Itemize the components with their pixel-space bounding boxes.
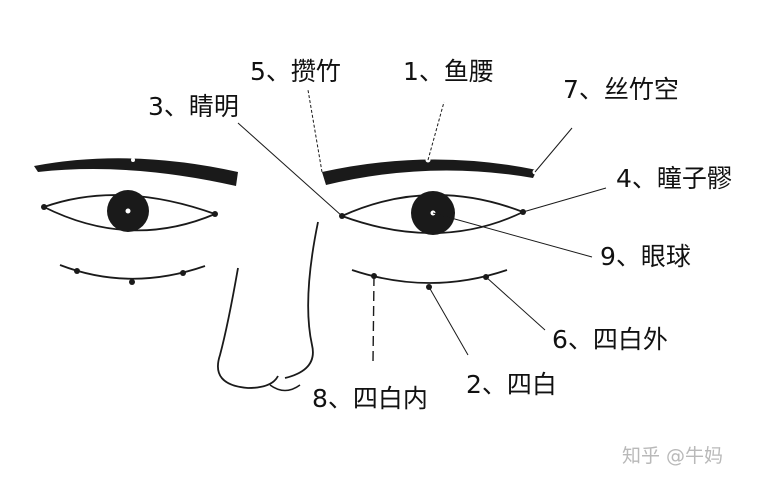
- label-yuyao: 1、鱼腰: [403, 57, 494, 86]
- watermark: 知乎 @牛妈: [622, 445, 724, 467]
- left-under-eye-point-c: [180, 270, 186, 276]
- label-sibainei: 8、四白内: [312, 384, 428, 413]
- label-sibaiwai: 6、四白外: [552, 325, 668, 354]
- label-jingming: 3、睛明: [148, 92, 239, 121]
- right-eyebrow: [322, 159, 537, 185]
- leader-yanqiu: [432, 212, 593, 258]
- label-yanqiu: 9、眼球: [600, 242, 691, 271]
- label-sizhukong: 7、丝竹空: [563, 75, 679, 104]
- label-cuanzhu: 5、攒竹: [250, 57, 341, 86]
- left-eyebrow: [34, 158, 238, 186]
- left-under-eye-point-b: [129, 279, 135, 285]
- label-tongziliao: 4、瞳子髎: [616, 164, 732, 193]
- leader-sibaiwai: [485, 276, 546, 331]
- right-under-eye-curve: [351, 269, 508, 284]
- leader-sizhukong: [534, 127, 573, 173]
- nose-right-line: [284, 221, 319, 379]
- leader-tongziliao: [522, 187, 607, 213]
- left-eyebrow-point: [131, 158, 135, 162]
- leader-yuyao: [427, 101, 445, 161]
- left-inner-corner-point: [41, 204, 47, 210]
- nose-tip-curve: [269, 384, 301, 392]
- leader-cuanzhu: [307, 89, 323, 173]
- left-pupil-point: [125, 208, 131, 214]
- nose-left-line: [217, 267, 279, 389]
- left-under-eye-point-a: [74, 268, 80, 274]
- leader-sibainei: [372, 275, 375, 363]
- leader-jingming: [237, 122, 343, 217]
- label-sibai: 2、四白: [466, 370, 557, 399]
- leader-sibai: [428, 286, 469, 356]
- left-outer-corner-point: [212, 211, 218, 217]
